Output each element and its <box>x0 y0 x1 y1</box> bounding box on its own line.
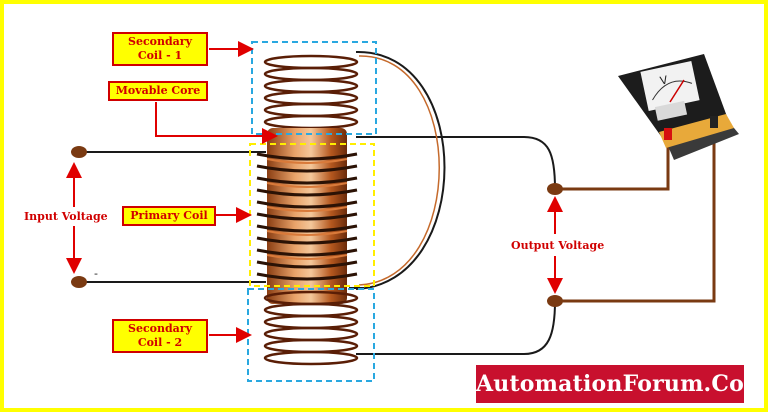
label-movable-core: Movable Core <box>108 81 208 101</box>
label-secondary-coil-2-line2: Coil - 2 <box>137 336 183 349</box>
brand-banner: AutomationForum.Co <box>476 365 744 403</box>
secondary-coil-2 <box>263 290 359 366</box>
meter-black-terminal <box>710 116 718 128</box>
label-secondary-coil-2-line1: Secondary <box>128 322 192 335</box>
secondary-link-wires <box>349 50 556 355</box>
secondary-coil-1-outline <box>251 41 377 135</box>
label-output-voltage: Output Voltage <box>511 239 605 252</box>
input-minus-sign: - <box>94 267 98 280</box>
label-secondary-coil-1-line2: Coil - 1 <box>137 49 183 62</box>
output-wires <box>555 129 716 303</box>
meter-dial <box>640 61 700 111</box>
label-secondary-coil-1-line1: Secondary <box>128 35 192 48</box>
label-secondary-coil-2: Secondary Coil - 2 <box>112 319 208 353</box>
terminal-nodes <box>71 146 563 307</box>
label-arrows <box>66 41 563 343</box>
label-input-voltage: Input Voltage <box>24 210 108 223</box>
label-primary-coil: Primary Coil <box>122 206 216 226</box>
lvdt-diagram: V - <box>66 41 739 382</box>
meter-dial-symbol: V <box>659 73 670 87</box>
label-secondary-coil-1: Secondary Coil - 1 <box>112 32 208 66</box>
movable-core-rod <box>267 128 347 304</box>
copper-loop-wire <box>358 55 440 286</box>
voltmeter: V <box>618 54 739 160</box>
meter-red-terminal <box>664 128 672 140</box>
secondary-coil-1 <box>263 54 359 130</box>
primary-coil-windings <box>256 152 358 281</box>
input-wires <box>79 151 266 283</box>
